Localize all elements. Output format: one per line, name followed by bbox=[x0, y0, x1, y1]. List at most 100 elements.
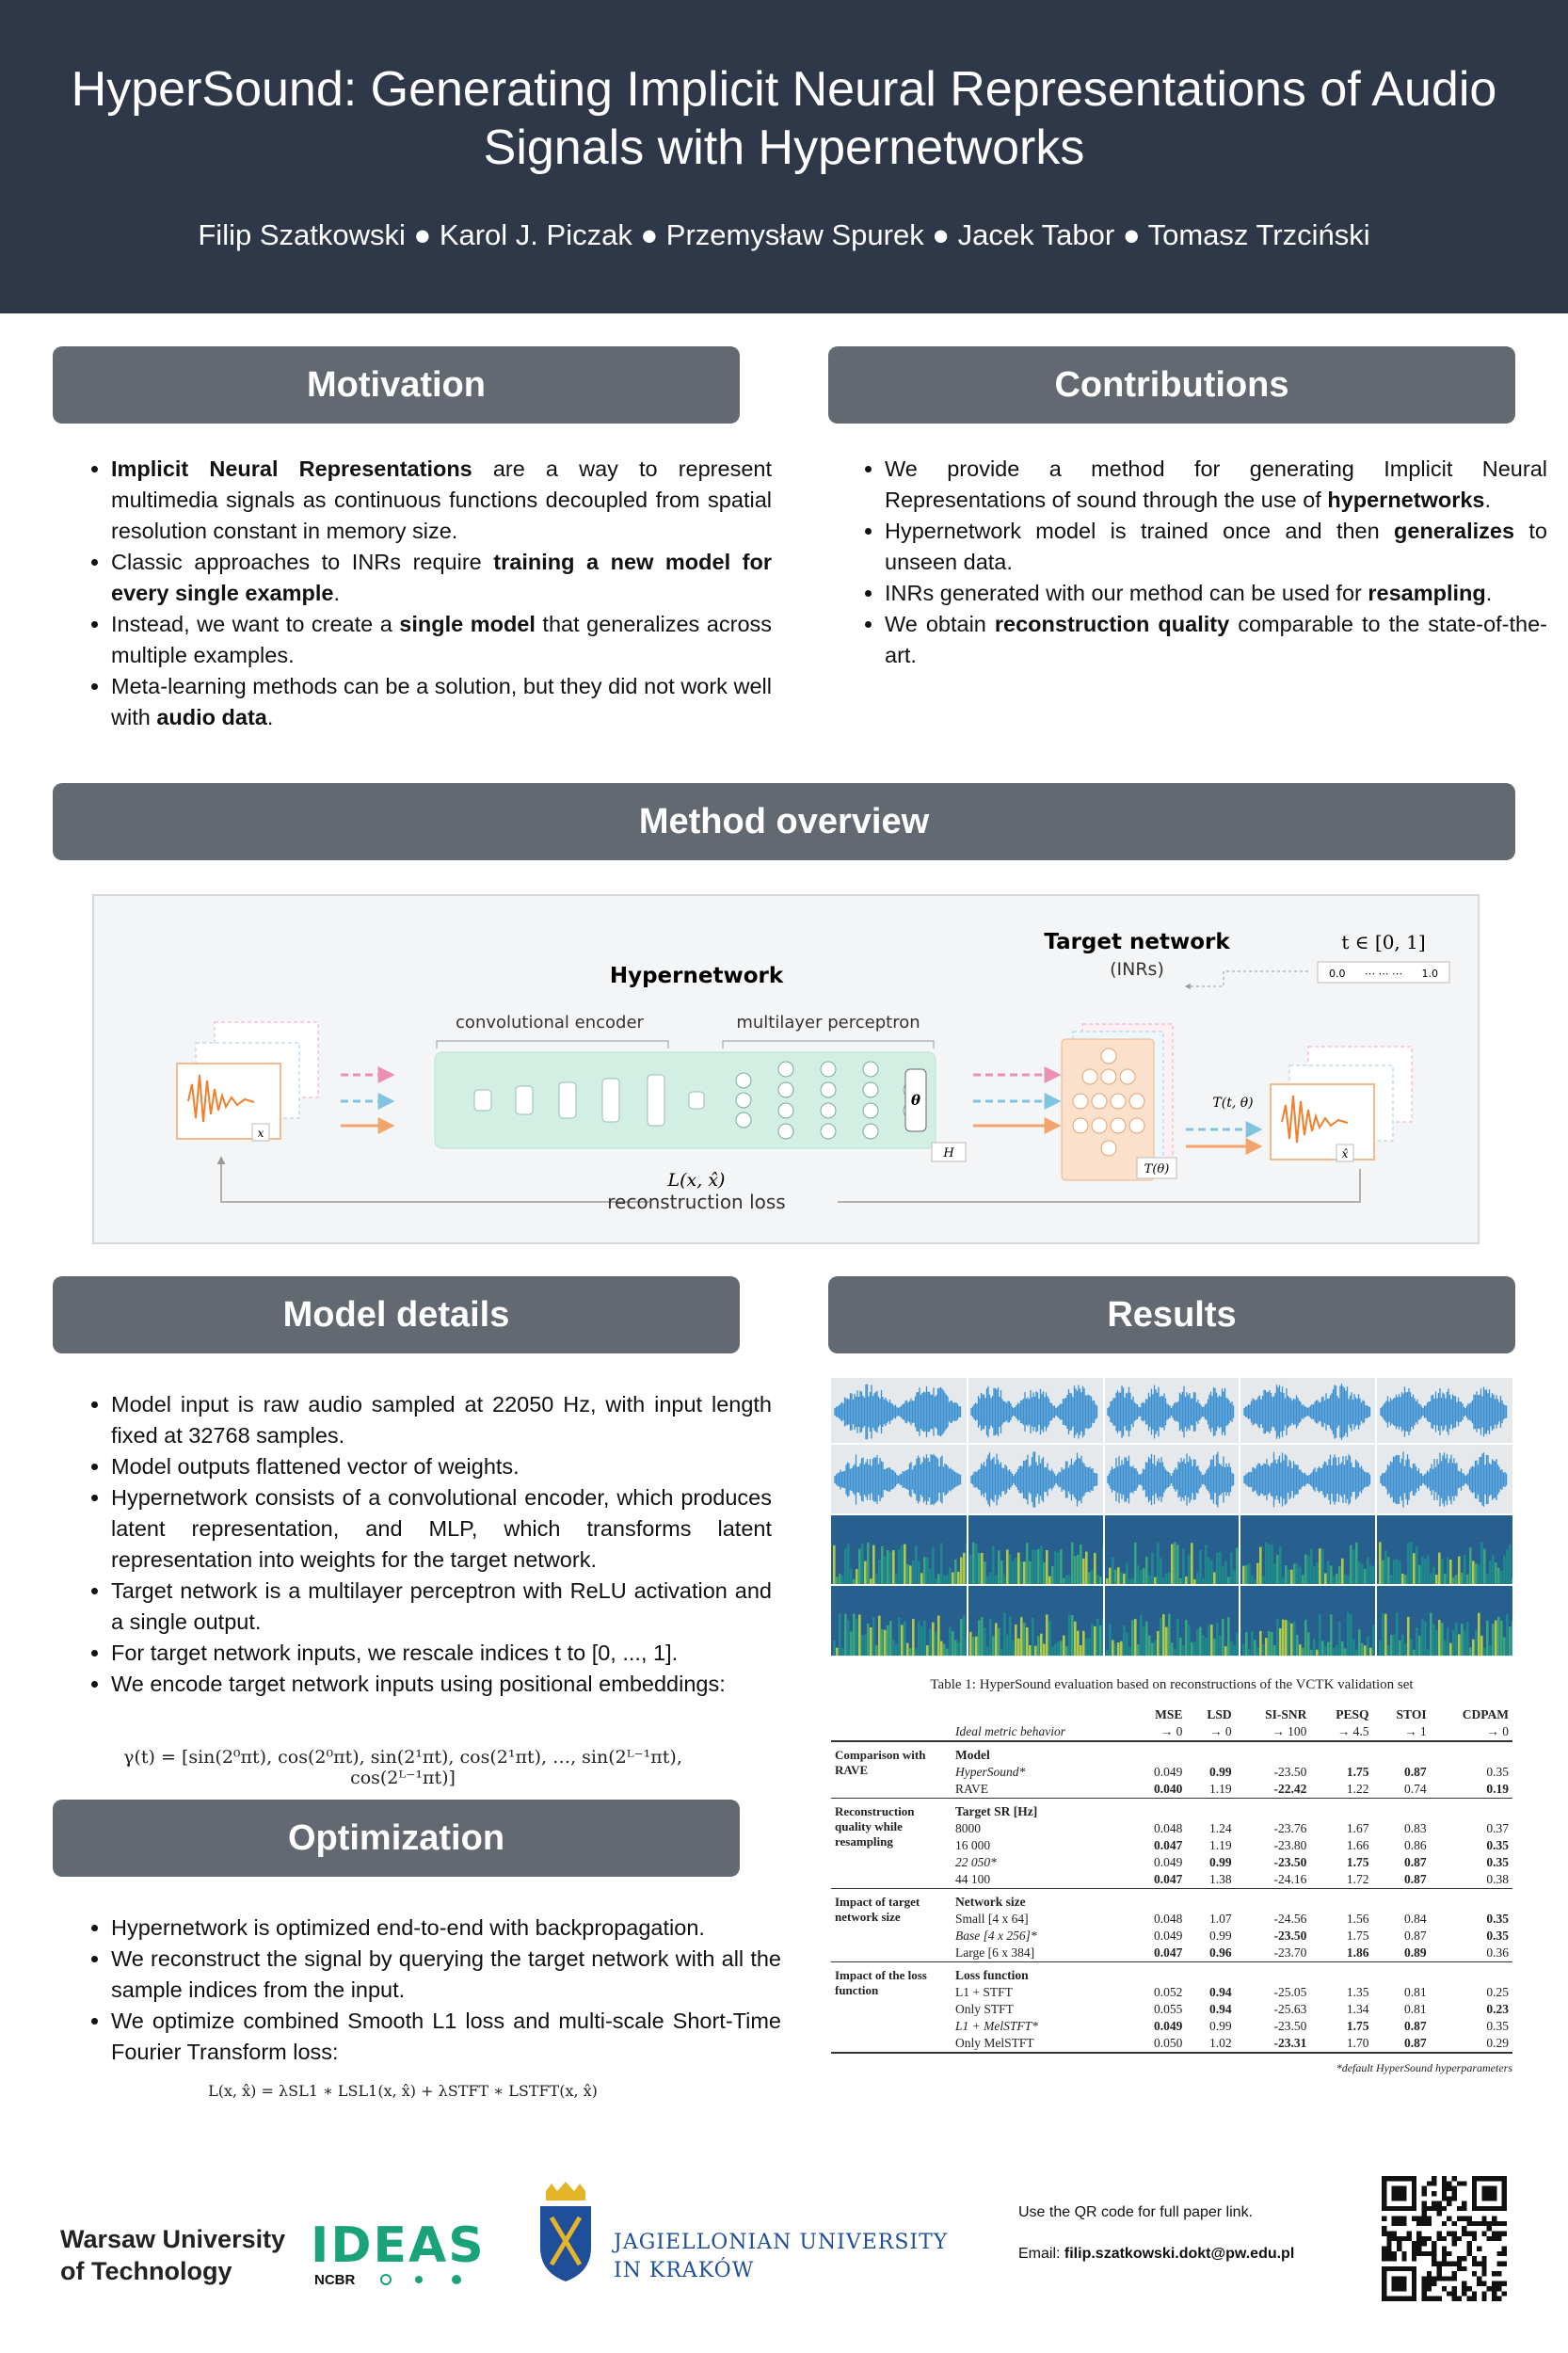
row-label: 8000 bbox=[955, 1821, 981, 1835]
metric-value: -23.80 bbox=[1273, 1838, 1307, 1852]
spectrogram-band bbox=[1230, 1641, 1233, 1656]
spectrogram-band bbox=[1202, 1577, 1205, 1585]
row-label: Base [4 x 256]* bbox=[955, 1929, 1037, 1943]
waveform-plot bbox=[1243, 1451, 1371, 1508]
metric-value: -23.70 bbox=[1273, 1945, 1307, 1960]
metric-value: 0.37 bbox=[1486, 1821, 1509, 1835]
metric-value: 0.047 bbox=[1153, 1872, 1183, 1886]
spectrogram-band bbox=[1495, 1620, 1497, 1656]
spectrogram-band bbox=[1057, 1552, 1060, 1585]
spectrogram-band bbox=[1040, 1633, 1043, 1656]
spectrogram-band bbox=[1330, 1565, 1333, 1585]
spectrogram-band bbox=[901, 1545, 904, 1585]
spectrogram-band bbox=[1114, 1569, 1117, 1585]
spectrogram-band bbox=[1384, 1550, 1387, 1585]
list-item-emphasis: training a new model for every single ex… bbox=[111, 550, 772, 605]
spectrogram-band bbox=[1193, 1578, 1196, 1585]
metric-value: 0.99 bbox=[1209, 1929, 1232, 1943]
spectrogram-band bbox=[1191, 1641, 1193, 1656]
list-item-text: We obtain bbox=[885, 612, 995, 636]
metric-value: 0.25 bbox=[1486, 1985, 1509, 1999]
spectrogram-band bbox=[1393, 1560, 1396, 1585]
list-item-text: . bbox=[333, 581, 340, 605]
spectrogram-band bbox=[1088, 1638, 1091, 1656]
target-network-label: Target network bbox=[1044, 930, 1230, 954]
spectrogram-band bbox=[981, 1553, 984, 1585]
spectrogram-band bbox=[1452, 1629, 1455, 1656]
spectrogram-band bbox=[1421, 1557, 1424, 1585]
email-address[interactable]: filip.szatkowski.dokt@pw.edu.pl bbox=[1064, 2246, 1295, 2262]
spectrogram-band bbox=[1455, 1622, 1458, 1656]
metric-value: -23.76 bbox=[1273, 1821, 1307, 1835]
spectrogram-band bbox=[1290, 1623, 1293, 1656]
spectrogram-band bbox=[1489, 1644, 1492, 1656]
group-name: Impact of the loss function bbox=[835, 1968, 927, 1997]
spectrogram-band bbox=[1472, 1639, 1475, 1656]
metric-value: 0.35 bbox=[1486, 1912, 1509, 1926]
spectrogram-band bbox=[1165, 1574, 1168, 1585]
spectrogram-band bbox=[1023, 1561, 1026, 1585]
spectrogram-band bbox=[1416, 1546, 1418, 1585]
spectrogram-band bbox=[972, 1637, 975, 1656]
spectrogram-band bbox=[1421, 1618, 1424, 1656]
list-item-emphasis: single model bbox=[399, 612, 536, 636]
metric-value: 0.89 bbox=[1403, 1945, 1427, 1960]
spectrogram-band bbox=[957, 1641, 960, 1656]
metric-value: 0.99 bbox=[1209, 1855, 1232, 1869]
spectrogram-band bbox=[1452, 1577, 1455, 1585]
spectrogram-band bbox=[1205, 1638, 1208, 1656]
spectrogram-band bbox=[969, 1631, 972, 1656]
jagiellonian-logo-text: JAGIELLONIAN UNIVERSITY IN KRAKÓW bbox=[614, 2229, 948, 2285]
spectrogram-band bbox=[954, 1640, 957, 1656]
spectrogram-band bbox=[1480, 1635, 1483, 1656]
spectrogram-band bbox=[1341, 1558, 1344, 1585]
spectrogram-band bbox=[1413, 1553, 1416, 1585]
spectrogram-band bbox=[858, 1548, 861, 1585]
row-label: 44 100 bbox=[955, 1872, 991, 1886]
waveform-plot bbox=[1243, 1384, 1371, 1440]
spectrogram-band bbox=[1096, 1618, 1099, 1656]
spectrogram-band bbox=[1268, 1544, 1271, 1585]
table-corner bbox=[831, 1723, 952, 1741]
spectrogram-band bbox=[1500, 1620, 1503, 1656]
spectrogram-band bbox=[1196, 1572, 1199, 1585]
metric-value: 0.047 bbox=[1153, 1945, 1183, 1960]
metric-value: -25.05 bbox=[1273, 1985, 1307, 1999]
metric-value: 0.84 bbox=[1403, 1912, 1427, 1926]
spectrogram-band bbox=[1259, 1630, 1262, 1656]
spectrogram-band bbox=[1210, 1625, 1213, 1656]
spectrogram-band bbox=[926, 1557, 929, 1585]
spectrogram-band bbox=[1148, 1575, 1151, 1585]
list-item-emphasis: resampling bbox=[1368, 581, 1486, 605]
spectrogram-band bbox=[1509, 1544, 1512, 1585]
qr-code-icon[interactable] bbox=[1382, 2176, 1507, 2301]
spectrogram-band bbox=[864, 1561, 867, 1585]
spectrogram-band bbox=[839, 1613, 841, 1656]
spectrogram-band bbox=[1054, 1643, 1057, 1656]
spectrogram-band bbox=[986, 1576, 989, 1585]
spectrogram-band bbox=[937, 1615, 940, 1656]
spectrogram-band bbox=[1210, 1561, 1213, 1585]
spectrogram-band bbox=[1307, 1632, 1310, 1656]
list-item: Hypernetwork model is trained once and t… bbox=[885, 516, 1547, 578]
list-item-text: Meta-learning methods can be a solution,… bbox=[111, 674, 772, 729]
spectrogram-band bbox=[1080, 1644, 1082, 1656]
spectrogram-band bbox=[892, 1550, 895, 1585]
spectrogram-band bbox=[1310, 1649, 1313, 1656]
metric-value: -22.42 bbox=[1273, 1782, 1307, 1796]
spectrogram-band bbox=[1063, 1577, 1065, 1585]
spectrogram-band bbox=[1091, 1569, 1094, 1585]
spectrogram-band bbox=[969, 1555, 972, 1585]
metric-value: 0.048 bbox=[1153, 1821, 1183, 1835]
spectrogram-band bbox=[1265, 1542, 1268, 1585]
spectrogram-band bbox=[1358, 1561, 1361, 1585]
spectrogram-band bbox=[957, 1571, 960, 1585]
group-name: Impact of target network size bbox=[835, 1895, 920, 1924]
spectrogram-band bbox=[1003, 1612, 1006, 1656]
wut-line2: of Technology bbox=[60, 2257, 232, 2285]
spectrogram-band bbox=[1128, 1646, 1131, 1656]
spectrogram-band bbox=[1367, 1557, 1369, 1585]
